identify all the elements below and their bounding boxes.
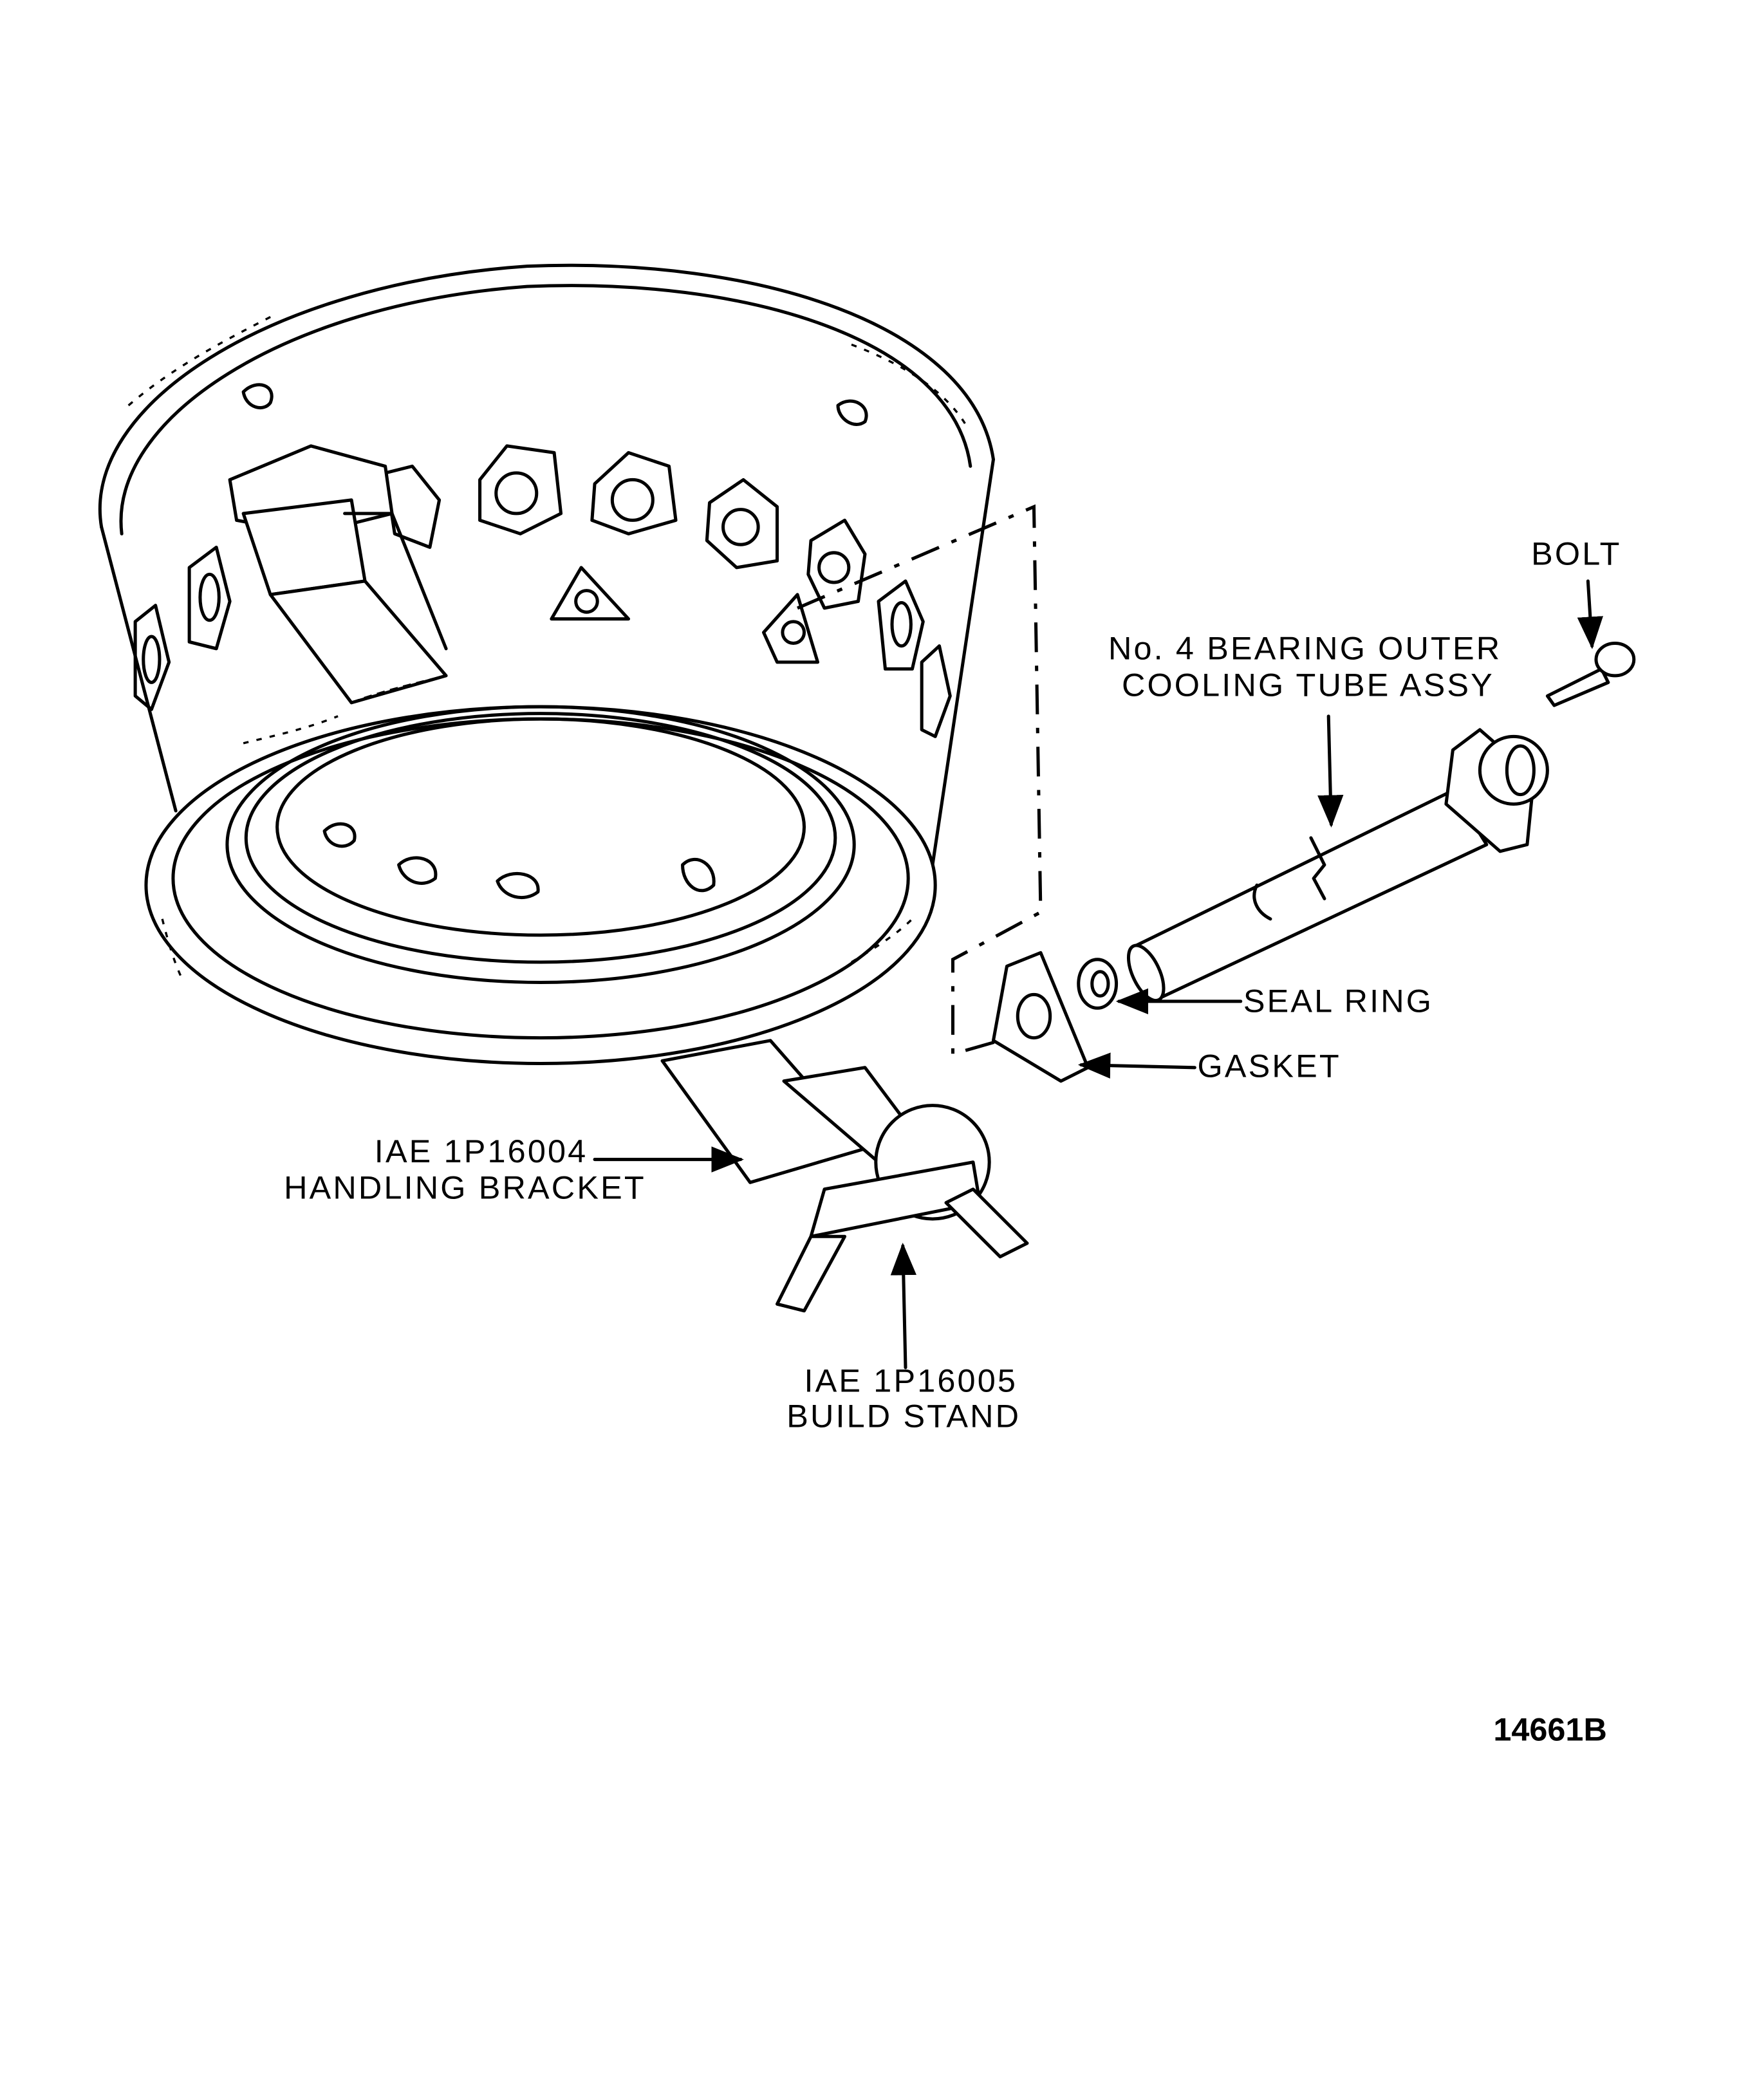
- label-tube-line1: No. 4 BEARING OUTER: [1108, 630, 1501, 667]
- bolt-part: [1545, 641, 1636, 707]
- label-bolt: BOLT: [1531, 535, 1621, 572]
- gasket-part: [991, 951, 1090, 1083]
- figure-number: 14661B: [1493, 1711, 1606, 1747]
- label-gasket: GASKET: [1198, 1047, 1341, 1084]
- bearing-support-casing: [98, 263, 995, 1066]
- label-bracket-line1: IAE 1P16004: [375, 1133, 588, 1169]
- leader-arrows: [593, 579, 1603, 1370]
- label-stand-line1: IAE 1P16005: [804, 1362, 1018, 1399]
- label-tube-line2: COOLING TUBE ASSY: [1122, 666, 1494, 703]
- label-seal-ring: SEAL RING: [1243, 983, 1433, 1019]
- build-stand: [660, 1039, 1029, 1313]
- seal-ring-part: [1077, 958, 1119, 1010]
- label-bracket-line2: HANDLING BRACKET: [284, 1169, 646, 1205]
- cooling-tube-assy: [1126, 728, 1549, 1003]
- label-stand-line2: BUILD STAND: [786, 1397, 1021, 1434]
- installation-path-line: [797, 504, 1043, 1057]
- handling-bracket-top: [228, 444, 448, 705]
